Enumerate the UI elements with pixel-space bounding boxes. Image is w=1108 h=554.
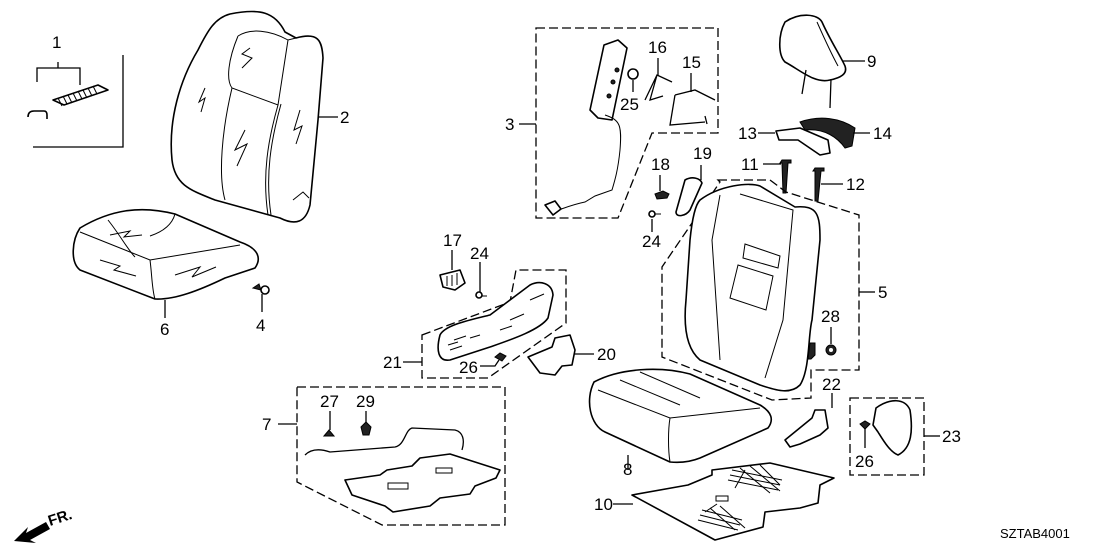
callout-29[interactable]: 29 — [356, 392, 375, 422]
callout-24b[interactable]: 24 — [642, 219, 661, 251]
part-side-trim — [421, 269, 567, 379]
part-headrest-guides — [779, 159, 825, 202]
svg-text:18: 18 — [651, 155, 670, 174]
callout-21[interactable]: 21 — [383, 353, 422, 372]
svg-text:2: 2 — [340, 108, 349, 127]
part-screw-24b — [475, 291, 487, 299]
svg-text:21: 21 — [383, 353, 402, 372]
callout-25[interactable]: 25 — [620, 95, 639, 114]
svg-text:16: 16 — [648, 38, 667, 57]
callout-9[interactable]: 9 — [843, 52, 876, 71]
svg-text:28: 28 — [821, 307, 840, 326]
part-clip-18 — [654, 190, 670, 200]
front-direction-indicator: FR. — [14, 506, 74, 543]
svg-text:26: 26 — [855, 452, 874, 471]
callout-18[interactable]: 18 — [651, 155, 670, 191]
part-garnish-13-14 — [775, 117, 856, 156]
svg-text:25: 25 — [620, 95, 639, 114]
callout-28[interactable]: 28 — [821, 307, 840, 344]
svg-text:1: 1 — [52, 33, 61, 52]
svg-text:12: 12 — [846, 175, 865, 194]
svg-text:FR.: FR. — [46, 506, 74, 530]
part-seat-back-cover — [170, 10, 324, 223]
part-clip-26a — [494, 352, 507, 362]
part-seat-back-frame — [661, 179, 860, 401]
svg-text:20: 20 — [597, 345, 616, 364]
callout-20[interactable]: 20 — [574, 345, 616, 364]
part-nut-28 — [825, 344, 837, 356]
svg-text:26: 26 — [459, 358, 478, 377]
callout-4[interactable]: 4 — [256, 294, 265, 335]
part-cushion-cover — [72, 208, 259, 300]
svg-text:4: 4 — [256, 316, 265, 335]
svg-text:17: 17 — [443, 231, 462, 250]
part-bracket-22 — [784, 409, 829, 448]
callout-3[interactable]: 3 — [505, 115, 536, 134]
callout-23[interactable]: 23 — [924, 427, 961, 446]
part-garnish-19 — [675, 177, 703, 217]
callout-19[interactable]: 19 — [693, 144, 712, 180]
callout-27[interactable]: 27 — [320, 392, 339, 430]
callout-13[interactable]: 13 — [738, 124, 775, 143]
callout-1[interactable]: 1 — [52, 33, 61, 52]
svg-text:6: 6 — [160, 320, 169, 339]
part-side-airbag — [535, 27, 719, 219]
svg-text:5: 5 — [878, 283, 887, 302]
svg-text:10: 10 — [594, 495, 613, 514]
arrow-left-icon — [14, 522, 50, 543]
svg-text:22: 22 — [822, 375, 841, 394]
part-clip-4 — [251, 283, 270, 295]
svg-text:29: 29 — [356, 392, 375, 411]
part-screw-24a — [648, 210, 661, 218]
part-headrest — [778, 14, 847, 109]
svg-text:14: 14 — [873, 124, 892, 143]
svg-text:13: 13 — [738, 124, 757, 143]
callout-12[interactable]: 12 — [821, 175, 865, 194]
part-hook-set — [27, 55, 124, 148]
svg-text:9: 9 — [867, 52, 876, 71]
part-clip-27 — [322, 429, 336, 437]
svg-text:3: 3 — [505, 115, 514, 134]
callout-2[interactable]: 2 — [318, 108, 349, 127]
part-clip-29 — [360, 421, 372, 436]
callout-6[interactable]: 6 — [160, 300, 169, 339]
part-cushion-heater-mat — [631, 462, 835, 541]
callout-8[interactable]: 8 — [623, 455, 632, 479]
svg-text:8: 8 — [623, 460, 632, 479]
callout-14[interactable]: 14 — [853, 124, 892, 143]
callout-22[interactable]: 22 — [822, 375, 841, 408]
part-reclining-cover — [849, 397, 925, 476]
svg-text:11: 11 — [741, 155, 759, 174]
callout-26[interactable]: 26 — [459, 358, 500, 377]
svg-text:19: 19 — [693, 144, 712, 163]
callout-11[interactable]: 11 — [741, 155, 781, 174]
part-cover-20 — [527, 334, 576, 376]
diagram-code: SZTAB4001 — [1000, 526, 1070, 541]
part-knob-17 — [439, 269, 466, 291]
callout-16[interactable]: 16 — [648, 38, 667, 75]
callout-24[interactable]: 24 — [470, 244, 489, 292]
svg-text:7: 7 — [262, 415, 271, 434]
part-heater-mat — [296, 386, 506, 526]
callout-15[interactable]: 15 — [682, 53, 701, 92]
callout-7[interactable]: 7 — [262, 415, 297, 434]
svg-text:24: 24 — [470, 244, 489, 263]
callout-10[interactable]: 10 — [594, 495, 633, 514]
svg-text:27: 27 — [320, 392, 339, 411]
svg-text:15: 15 — [682, 53, 701, 72]
svg-text:24: 24 — [642, 232, 661, 251]
callout-26b[interactable]: 26 — [855, 452, 874, 471]
svg-text:23: 23 — [942, 427, 961, 446]
callout-17[interactable]: 17 — [443, 231, 462, 270]
part-cushion-pad — [588, 368, 773, 464]
callout-5[interactable]: 5 — [859, 283, 887, 302]
